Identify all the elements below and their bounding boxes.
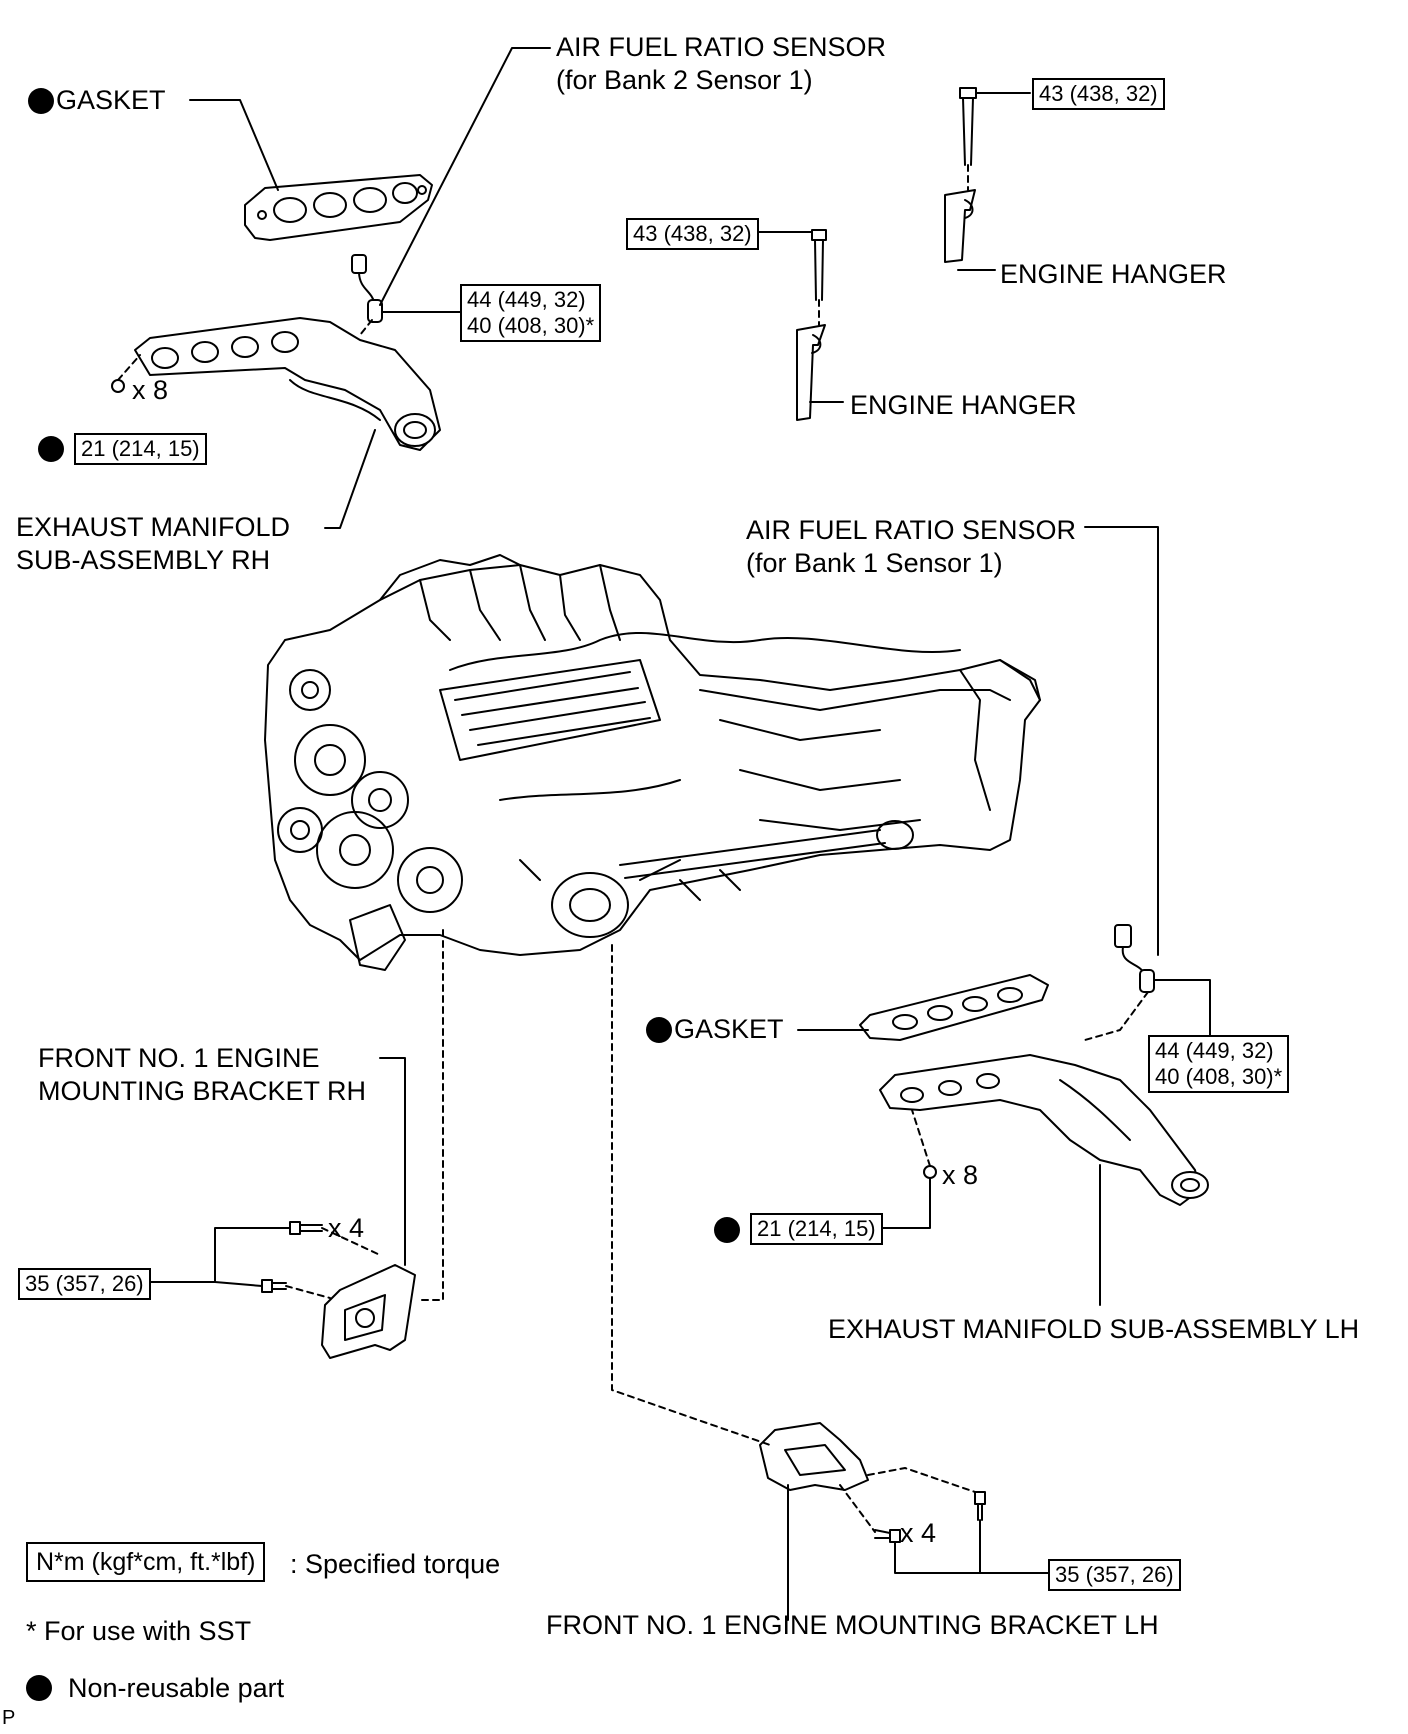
afr-bank1-torque-b: 40 (408, 30)* bbox=[1155, 1064, 1283, 1089]
bracket-rh-leader bbox=[379, 1057, 406, 1266]
exhaust-manifold-rh-part bbox=[134, 317, 441, 451]
engine-hanger-rear-label: ENGINE HANGER bbox=[1000, 259, 1227, 289]
manifold-rh-stud-dash bbox=[117, 354, 141, 381]
afr-sensor-bank1-part bbox=[1114, 924, 1155, 993]
manifold-lh-stud-dash bbox=[911, 1109, 931, 1167]
gasket-rh-part bbox=[244, 174, 433, 241]
afr-bank2-label-line2: (for Bank 2 Sensor 1) bbox=[556, 65, 813, 95]
bracket-lh-qty: x 4 bbox=[900, 1518, 937, 1548]
non-reusable-gasket-lh-icon bbox=[646, 1017, 672, 1043]
manifold-lh-nut-icon bbox=[923, 1165, 937, 1179]
afr-bank1-torque-a: 44 (449, 32) bbox=[1155, 1038, 1274, 1063]
bracket-lh-dash-b bbox=[839, 1484, 876, 1533]
mounting-bracket-rh-part bbox=[321, 1264, 416, 1359]
afr-bank1-label-line2: (for Bank 1 Sensor 1) bbox=[746, 548, 1003, 578]
afr-bank2-leader bbox=[379, 47, 551, 306]
bracket-rh-dash-b bbox=[285, 1285, 331, 1299]
manifold-lh-torque-box: 21 (214, 15) bbox=[750, 1213, 883, 1245]
manifold-rh-nut-icon bbox=[111, 379, 125, 393]
gasket-lh-label: GASKET bbox=[674, 1014, 784, 1044]
afr-bank2-dash bbox=[359, 319, 373, 336]
bracket-lh-torque-leader bbox=[894, 1519, 1049, 1574]
bracket-rh-dash-a bbox=[321, 1227, 381, 1256]
non-reusable-gasket-rh-icon bbox=[28, 88, 54, 114]
bracket-rh-torque-box: 35 (357, 26) bbox=[18, 1268, 151, 1300]
afr-bank2-label-line1: AIR FUEL RATIO SENSOR bbox=[556, 32, 887, 62]
exhaust-lh-label: EXHAUST MANIFOLD SUB-ASSEMBLY LH bbox=[828, 1314, 1360, 1344]
hanger-rear-torque-box: 43 (438, 32) bbox=[1032, 78, 1165, 110]
bracket-lh-torque-box: 35 (357, 26) bbox=[1048, 1559, 1181, 1591]
afr-sensor-bank2-part bbox=[351, 254, 383, 323]
manifold-rh-qty: x 8 bbox=[132, 375, 169, 405]
legend-sst-note: * For use with SST bbox=[26, 1616, 252, 1646]
bracket-rh-qty: x 4 bbox=[328, 1213, 365, 1243]
non-reusable-nut-lh-icon bbox=[714, 1217, 740, 1243]
corner-code: P bbox=[2, 1707, 16, 1729]
afr-bank1-torque-box: 44 (449, 32) 40 (408, 30)* bbox=[1148, 1035, 1290, 1093]
afr-bank1-torque-leader bbox=[1153, 979, 1211, 1036]
engine-hanger-front-part bbox=[796, 229, 827, 421]
legend-torque-desc: : Specified torque bbox=[290, 1549, 501, 1579]
engine-hanger-rear-part bbox=[944, 87, 977, 263]
bracket-lh-bolt-icon bbox=[874, 1491, 986, 1543]
non-reusable-nut-rh-icon bbox=[38, 436, 64, 462]
exhaust-rh-label-line2: SUB-ASSEMBLY RH bbox=[16, 545, 271, 575]
afr-bank1-label-line1: AIR FUEL RATIO SENSOR bbox=[746, 515, 1077, 545]
manifold-lh-qty: x 8 bbox=[942, 1160, 979, 1190]
bracket-rh-bolt-icon bbox=[261, 1221, 323, 1293]
engine-transmission-assembly bbox=[264, 554, 1041, 971]
gasket-lh-part bbox=[859, 974, 1049, 1041]
bracket-lh-label: FRONT NO. 1 ENGINE MOUNTING BRACKET LH bbox=[546, 1610, 1159, 1640]
manifold-rh-torque-box: 21 (214, 15) bbox=[74, 433, 207, 465]
gasket-rh-leader bbox=[189, 99, 279, 191]
bracket-lh-engine-dash bbox=[611, 944, 771, 1446]
legend-torque-unit-box: N*m (kgf*cm, ft.*lbf) bbox=[26, 1542, 266, 1582]
exhaust-manifold-lh-part bbox=[879, 1054, 1209, 1206]
exhaust-rh-leader bbox=[324, 429, 376, 529]
legend-non-reusable: Non-reusable part bbox=[68, 1673, 285, 1703]
afr-bank2-torque-a: 44 (449, 32) bbox=[467, 287, 586, 312]
hanger-front-torque-box: 43 (438, 32) bbox=[626, 218, 759, 250]
afr-bank2-torque-b: 40 (408, 30)* bbox=[467, 313, 595, 338]
exhaust-rh-label-line1: EXHAUST MANIFOLD bbox=[16, 512, 291, 542]
manifold-lh-torque-leader bbox=[877, 1177, 931, 1229]
bracket-rh-torque-leader bbox=[145, 1227, 291, 1287]
gasket-rh-label: GASKET bbox=[56, 85, 166, 115]
legend-non-reusable-icon bbox=[26, 1675, 52, 1701]
mounting-bracket-lh-part bbox=[759, 1422, 869, 1491]
bracket-lh-dash bbox=[867, 1467, 976, 1493]
bracket-rh-engine-dash bbox=[419, 929, 444, 1301]
bracket-rh-label-line1: FRONT NO. 1 ENGINE bbox=[38, 1043, 320, 1073]
afr-bank1-leader bbox=[1084, 526, 1159, 956]
bracket-rh-label-line2: MOUNTING BRACKET RH bbox=[38, 1076, 367, 1106]
engine-hanger-front-label: ENGINE HANGER bbox=[850, 390, 1077, 420]
afr-bank1-dash bbox=[1084, 991, 1149, 1041]
afr-bank2-torque-box: 44 (449, 32) 40 (408, 30)* bbox=[460, 284, 602, 342]
